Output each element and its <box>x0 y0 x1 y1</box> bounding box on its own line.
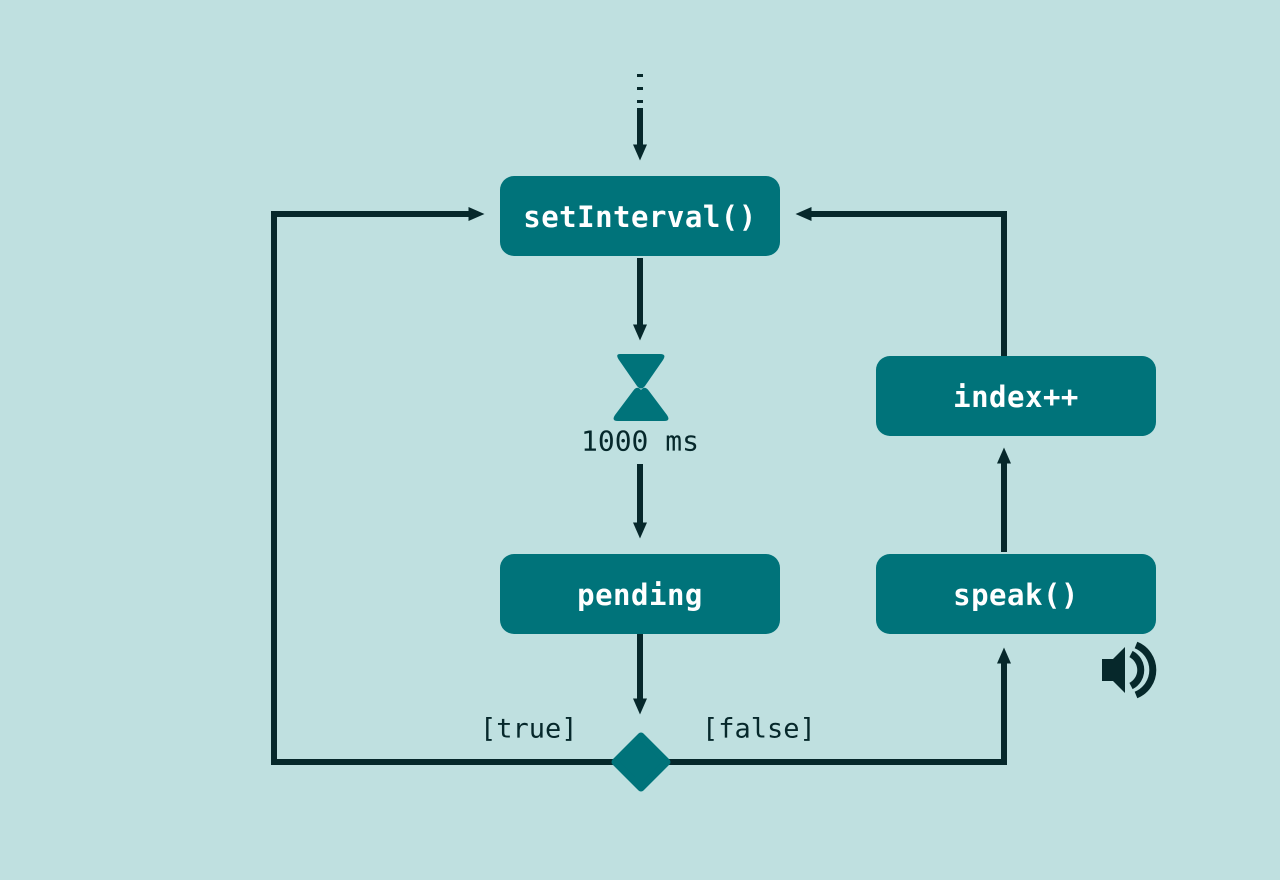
speaker-body <box>1102 647 1125 693</box>
edge-decision-true-to-setinterval <box>271 207 615 765</box>
node-decision-diamond[interactable] <box>611 732 671 792</box>
node-setinterval-shape <box>500 176 780 256</box>
node-setinterval-label: setInterval() <box>523 200 756 234</box>
node-setinterval[interactable]: setInterval() <box>500 176 780 256</box>
edge-label-false: [false] <box>702 714 816 745</box>
timer-duration-label: 1000 ms <box>581 425 699 458</box>
node-index-label: index++ <box>953 380 1079 414</box>
node-pending-label: pending <box>577 578 703 612</box>
node-decision-shape <box>611 732 671 792</box>
node-index[interactable]: index++ <box>876 356 1156 436</box>
speaker-icon <box>1102 641 1157 699</box>
edge-line <box>271 207 615 765</box>
node-speak-shape <box>876 554 1156 634</box>
node-speak[interactable]: speak() <box>876 554 1156 634</box>
node-index-shape <box>876 356 1156 436</box>
node-pending-shape <box>500 554 780 634</box>
speaker-wave-inner <box>1129 650 1145 690</box>
edge-line <box>667 647 1011 765</box>
node-speak-label: speak() <box>953 578 1079 612</box>
edge-line <box>795 207 1007 356</box>
hourglass-icon <box>613 354 669 421</box>
edge-label-true: [true] <box>480 714 578 745</box>
speaker-wave-outer <box>1134 641 1157 699</box>
hourglass-bottom-triangle <box>613 387 669 421</box>
node-pending[interactable]: pending <box>500 554 780 634</box>
hourglass-top-triangle <box>617 354 665 389</box>
edge-index-to-setinterval <box>795 207 1007 356</box>
edge-decision-false-to-speak <box>667 647 1011 765</box>
